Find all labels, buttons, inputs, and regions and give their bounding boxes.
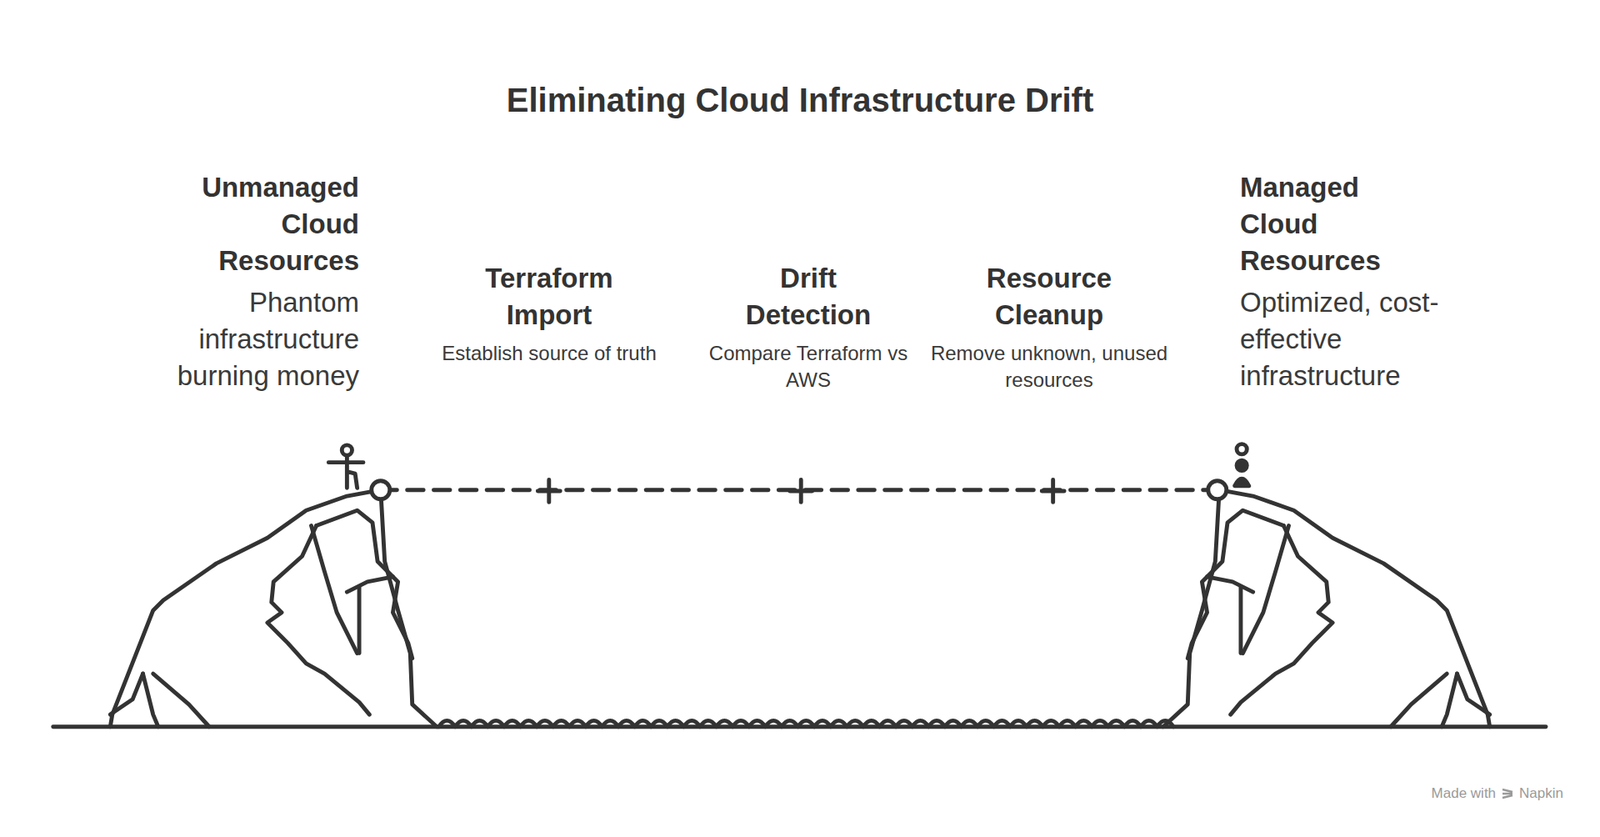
right-cliff [1163,490,1490,727]
diagram-title: Eliminating Cloud Infrastructure Drift [0,81,1600,120]
water-waves [439,720,1175,726]
watermark-text: Napkin [1519,785,1564,802]
step-heading: Drift Detection [725,260,892,334]
step-description: Optimized, cost-effective infrastructure [1240,284,1449,395]
step-heading: Terraform Import [465,260,633,334]
left-cliff [110,490,437,727]
watermark: Made with Napkin [1431,785,1564,802]
rope-anchor [1208,480,1227,500]
napkin-logo [1500,786,1515,800]
stick-figure [328,445,364,488]
step-block: Drift DetectionCompare Terraform vs AWS [684,260,933,394]
step-description: Remove unknown, unused resources [928,340,1170,394]
state-block: Managed Cloud ResourcesOptimized, cost-e… [1240,169,1489,395]
step-heading: Resource Cleanup [965,260,1133,334]
step-description: Establish source of truth [428,340,670,367]
watermark-text: Made with [1431,785,1496,802]
step-description: Phantom infrastructure burning money [150,284,360,395]
rope-anchor [371,480,390,500]
step-markers [537,479,1065,502]
stick-figure [1235,444,1250,486]
step-heading: Unmanaged Cloud Resources [192,169,360,280]
state-block: Unmanaged Cloud ResourcesPhantom infrast… [110,169,360,395]
step-block: Resource CleanupRemove unknown, unused r… [925,260,1174,394]
step-block: Terraform ImportEstablish source of trut… [425,260,674,367]
step-description: Compare Terraform vs AWS [687,340,930,394]
step-heading: Managed Cloud Resources [1240,169,1407,280]
